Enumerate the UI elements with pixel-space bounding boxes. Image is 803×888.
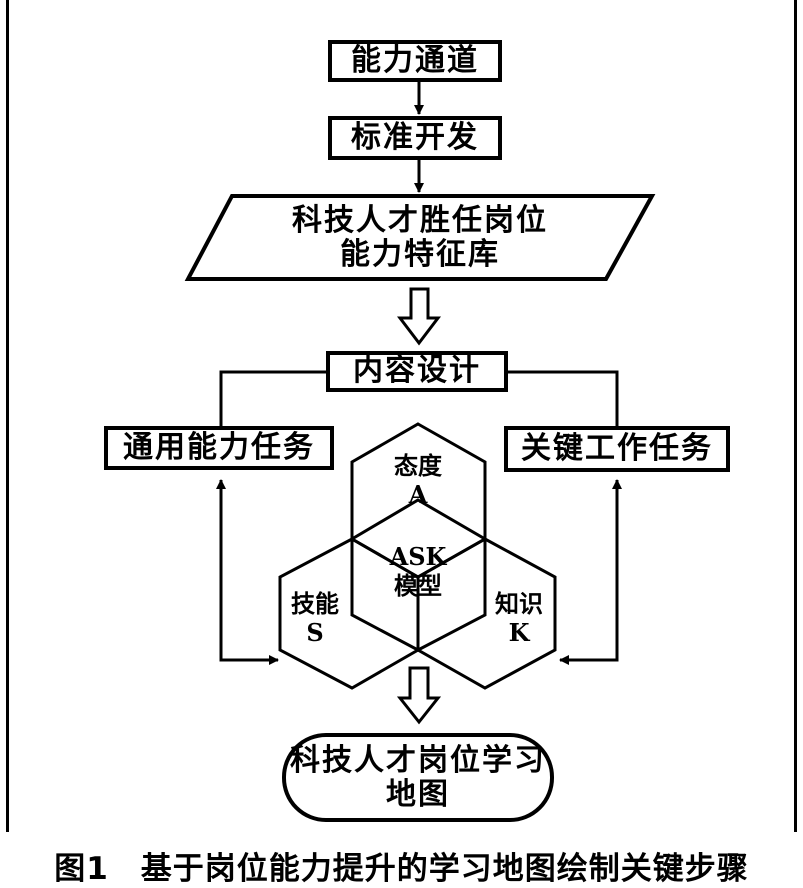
skill-text: 技能	[291, 589, 339, 618]
figure-caption: 图1 基于岗位能力提升的学习地图绘制关键步骤	[54, 851, 749, 887]
ask-center-hexagon	[350, 498, 487, 652]
frame-right-border	[794, 0, 797, 832]
competency-database-line1: 科技人才胜任岗位	[292, 202, 548, 238]
hollow-arrow-db-to-design	[396, 287, 442, 346]
frame-left-border	[6, 0, 9, 832]
ask-center-label: ASK 模型	[368, 542, 468, 601]
competency-database-label: 科技人才胜任岗位 能力特征库	[220, 200, 620, 276]
ask-center-model: 模型	[394, 570, 442, 600]
knowledge-hexagon	[416, 537, 557, 690]
connector-design-to-key	[506, 370, 619, 428]
attitude-text: 态度	[394, 451, 442, 480]
learning-map-line2: 地图	[386, 777, 450, 812]
competency-database-line2: 能力特征库	[340, 237, 500, 272]
learning-map-line1: 科技人才岗位学习	[290, 742, 546, 778]
skill-label: 技能 S	[270, 589, 360, 648]
hollow-arrow-model-to-map	[396, 666, 442, 725]
ask-center-text: ASK	[389, 542, 447, 571]
attitude-letter: A	[408, 479, 428, 509]
attitude-label: 态度 A	[368, 451, 468, 510]
general-tasks-label: 通用能力任务	[123, 429, 315, 465]
feedback-knowledge-to-key	[570, 479, 622, 662]
standard-development-box	[328, 116, 502, 160]
content-design-label: 内容设计	[353, 353, 481, 389]
knowledge-text: 知识	[495, 589, 543, 618]
key-tasks-label: 关键工作任务	[521, 430, 713, 466]
learning-map-label: 科技人才岗位学习 地图	[284, 738, 552, 818]
ability-channel-label: 能力通道	[351, 42, 479, 78]
competency-database-parallelogram	[184, 194, 656, 281]
ability-channel-box	[328, 40, 502, 82]
knowledge-label: 知识 K	[474, 589, 564, 648]
key-tasks-box	[504, 426, 730, 472]
connector-design-to-general	[219, 370, 328, 428]
standard-development-label: 标准开发	[351, 119, 479, 155]
feedback-skill-to-general	[216, 479, 268, 662]
learning-map-terminal	[282, 733, 554, 822]
skill-letter: S	[306, 617, 324, 647]
general-tasks-box	[104, 426, 334, 470]
knowledge-letter: K	[508, 617, 530, 647]
